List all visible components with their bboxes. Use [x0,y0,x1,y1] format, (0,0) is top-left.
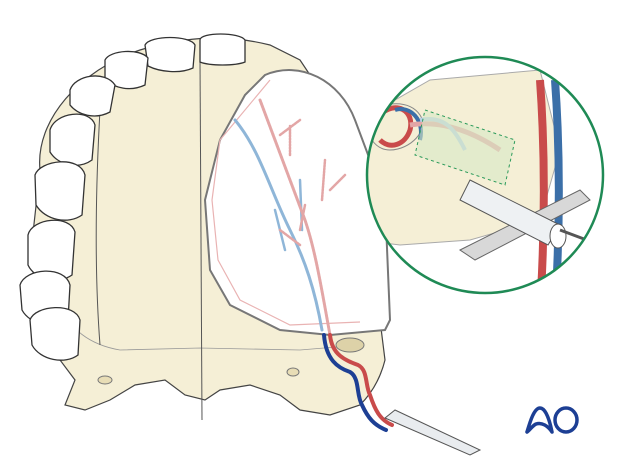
detail-inset [365,55,605,295]
elevator-instrument [384,409,482,456]
teeth [19,33,246,361]
greater-palatine-vessels [233,98,394,432]
ao-logo: AO [524,404,580,434]
